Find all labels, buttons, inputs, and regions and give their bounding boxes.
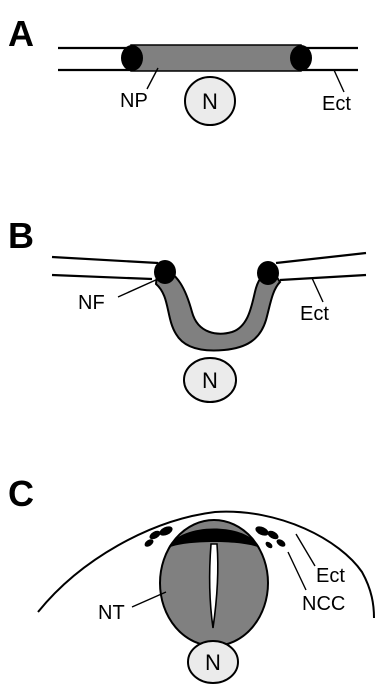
notochord-label-a: N: [202, 89, 218, 114]
notochord-label-c: N: [205, 650, 221, 675]
label-ect-a: Ect: [322, 93, 351, 115]
ectoderm-bottom-right: [280, 275, 366, 280]
panel-a: A NP Ect N: [8, 13, 358, 125]
ncc-cell: [264, 541, 273, 550]
notochord-label-b: N: [202, 368, 218, 393]
nf-leader: [118, 279, 158, 297]
label-nt: NT: [98, 602, 125, 624]
ect-leader-c: [296, 534, 315, 566]
ectoderm-top-right: [276, 253, 366, 263]
label-nf: NF: [78, 292, 105, 314]
panel-b: B NF Ect N: [8, 215, 366, 402]
label-ncc: NCC: [302, 593, 345, 615]
panel-c: C NT Ect NCC N: [8, 473, 374, 683]
ectoderm-top-left: [52, 257, 158, 263]
panel-b-letter: B: [8, 215, 34, 256]
fold-border-right: [257, 261, 279, 285]
ectoderm-bottom-left: [52, 275, 152, 279]
ncc-cell: [148, 529, 162, 541]
plate-border-left: [121, 45, 143, 71]
label-np: NP: [120, 90, 148, 112]
ect-leader-b: [312, 278, 323, 302]
ncc-cell: [266, 529, 280, 541]
neural-crest-cells-left: [143, 524, 174, 548]
fold-border-left: [154, 260, 176, 284]
ncc-cell: [254, 524, 270, 537]
panel-c-letter: C: [8, 473, 34, 514]
neural-crest-cells-right: [254, 524, 287, 549]
ncc-cell: [143, 538, 155, 549]
ncc-leader: [288, 552, 306, 590]
ncc-cell: [275, 538, 287, 549]
ect-leader-a: [334, 70, 344, 92]
panel-a-letter: A: [8, 13, 34, 54]
label-ect-c: Ect: [316, 565, 345, 587]
neural-plate: [131, 45, 301, 71]
label-ect-b: Ect: [300, 303, 329, 325]
plate-border-right: [290, 45, 312, 71]
